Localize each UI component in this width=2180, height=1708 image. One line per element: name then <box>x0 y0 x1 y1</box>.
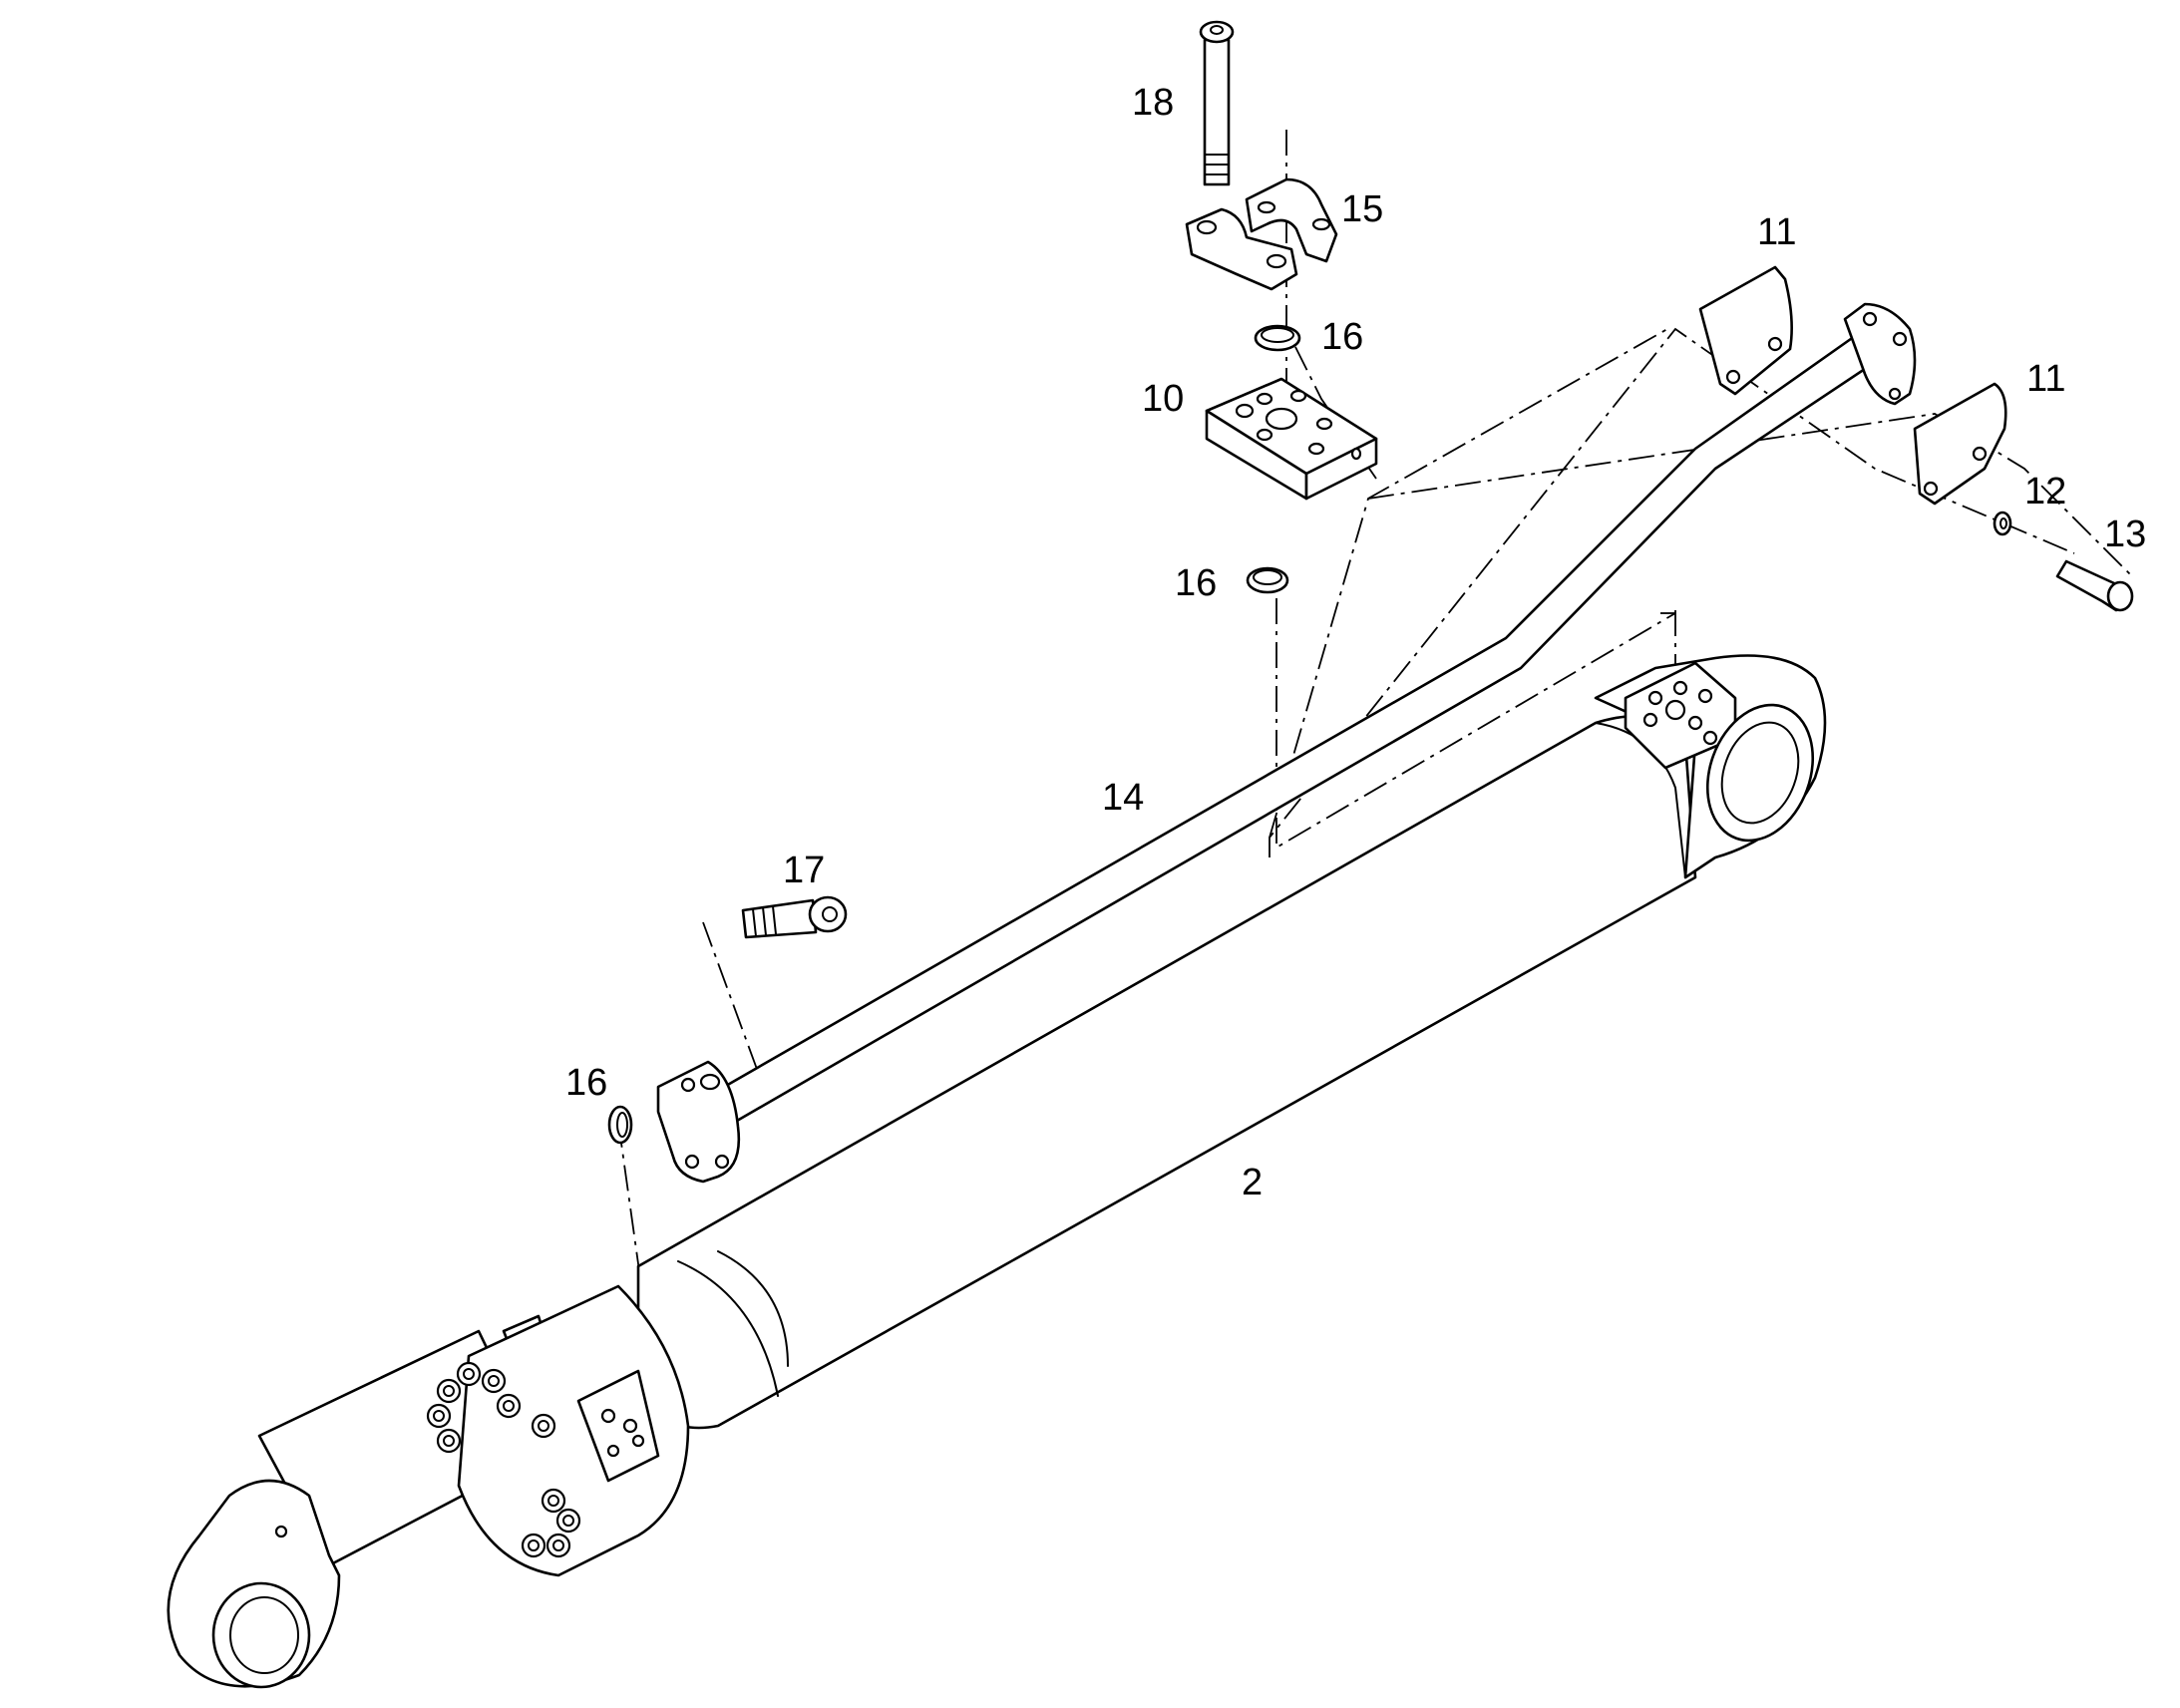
head-bolts <box>426 1361 581 1558</box>
callout-15: 15 <box>1341 188 1383 230</box>
split-flange <box>1185 177 1338 291</box>
clamp-lower <box>1913 382 2007 506</box>
callout-16-lower: 16 <box>565 1062 607 1104</box>
callout-16-middle: 16 <box>1175 562 1217 604</box>
callout-11-lower: 11 <box>2026 358 2065 400</box>
o-ring-lower <box>607 1105 633 1145</box>
washer-12 <box>1993 511 2012 536</box>
callout-10: 10 <box>1142 378 1184 420</box>
adapter-block <box>1205 377 1378 501</box>
callout-labels: 2 10 11 11 12 13 14 15 16 16 16 17 18 <box>565 82 2146 1203</box>
screw-13 <box>2055 559 2134 612</box>
callout-14: 14 <box>1102 777 1144 819</box>
cylinder-base-eye <box>1594 654 1827 879</box>
o-ring-middle <box>1246 566 1289 594</box>
cylinder-head-flange <box>457 1284 690 1577</box>
bolt-17 <box>741 895 848 939</box>
callout-16-upper: 16 <box>1321 316 1363 358</box>
callout-12: 12 <box>2024 471 2066 512</box>
tube-upper-flange <box>1843 302 1917 406</box>
callout-13: 13 <box>2104 513 2146 555</box>
callout-17: 17 <box>783 850 825 891</box>
clamp-upper <box>1698 265 1793 396</box>
callout-2: 2 <box>1242 1162 1263 1203</box>
o-ring-upper <box>1254 324 1301 352</box>
callout-18: 18 <box>1132 82 1174 124</box>
rod-eye <box>167 1479 341 1689</box>
bolt-18 <box>1199 20 1235 186</box>
tube-lower-flange <box>656 1060 741 1184</box>
callout-11-upper: 11 <box>1757 211 1796 253</box>
